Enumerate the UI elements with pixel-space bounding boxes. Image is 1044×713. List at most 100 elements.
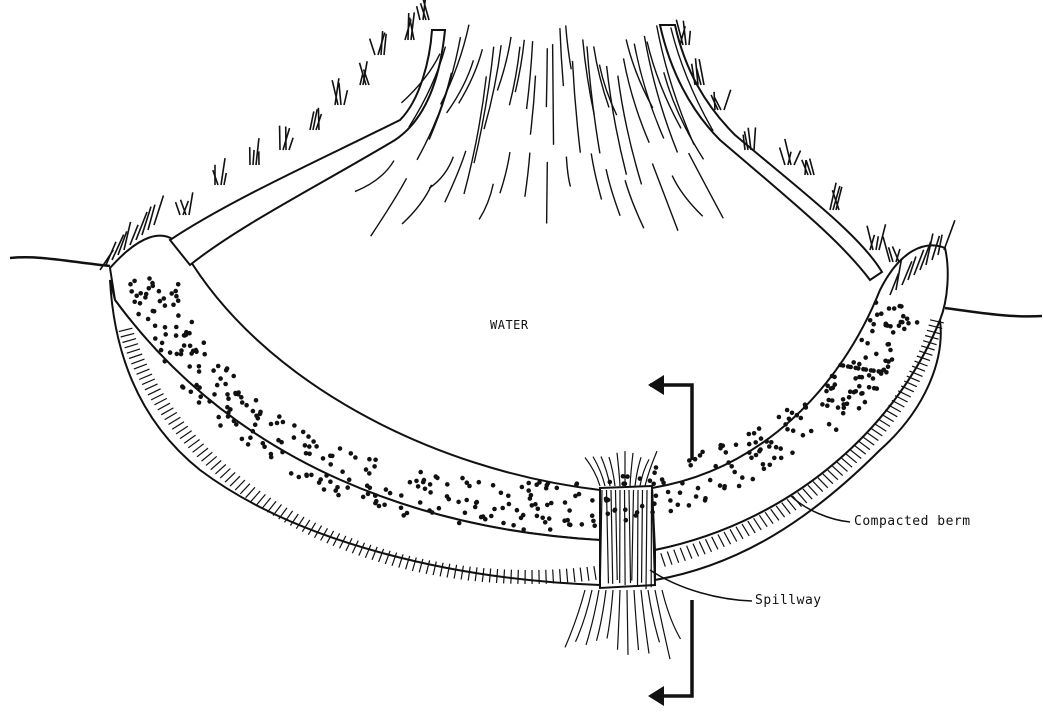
- water-streak: [652, 164, 678, 231]
- berm-dot: [157, 289, 162, 294]
- berm-dot: [635, 510, 640, 515]
- berm-dot: [175, 352, 180, 357]
- berm-dot: [841, 411, 846, 416]
- berm-dot: [228, 407, 233, 412]
- spillway-streak: [618, 590, 621, 650]
- berm-dot: [867, 385, 872, 390]
- berm-dot: [373, 493, 378, 498]
- berm-dot: [163, 325, 168, 330]
- berm-dot: [254, 414, 259, 419]
- berm-dot: [783, 422, 788, 427]
- berm-dot: [779, 456, 784, 461]
- berm-dot: [506, 494, 511, 499]
- water-streak: [572, 61, 580, 153]
- grass-blade: [370, 39, 375, 55]
- berm-dot: [545, 503, 550, 508]
- spillway-streak: [662, 590, 681, 639]
- berm-dot: [536, 507, 541, 512]
- berm-dot: [785, 427, 790, 432]
- berm-dot: [303, 443, 308, 448]
- berm-dot: [128, 282, 133, 287]
- berm-dot: [825, 403, 830, 408]
- berm-dot: [836, 405, 841, 410]
- berm-dot: [648, 478, 653, 483]
- water-streak: [447, 60, 474, 113]
- berm-dot: [724, 450, 729, 455]
- berm-dot: [134, 294, 139, 299]
- berm-dot: [399, 506, 404, 511]
- berm-dot: [592, 523, 597, 528]
- berm-dot: [317, 480, 322, 485]
- grass-blade: [189, 192, 193, 215]
- berm-dot: [240, 400, 245, 405]
- berm-dot: [543, 520, 548, 525]
- berm-dot: [382, 503, 387, 508]
- berm-dot: [606, 512, 611, 517]
- berm-dot: [713, 464, 718, 469]
- berm-dot: [160, 341, 165, 346]
- berm-dot: [623, 507, 628, 512]
- berm-dot: [515, 508, 520, 513]
- berm-dot: [372, 464, 377, 469]
- berm-dot: [534, 482, 539, 487]
- berm-dot: [528, 496, 533, 501]
- berm-dot: [651, 482, 656, 487]
- berm-dot: [774, 445, 779, 450]
- berm-dot: [540, 516, 545, 521]
- grass-blade: [253, 150, 254, 165]
- berm-dot: [248, 435, 253, 440]
- berm-dot: [708, 478, 713, 483]
- grass-blade: [724, 90, 731, 110]
- grass-blade: [794, 150, 801, 165]
- grass-blade: [176, 202, 180, 215]
- grass-blade: [318, 108, 319, 130]
- berm-dot: [902, 327, 907, 332]
- berm-dot: [457, 521, 462, 526]
- berm-dot: [887, 342, 892, 347]
- spillway-streak: [601, 457, 610, 486]
- berm-dot: [899, 304, 904, 309]
- berm-dot: [753, 440, 758, 445]
- berm-dot: [577, 492, 582, 497]
- berm-dot: [162, 296, 167, 301]
- berm-dot: [211, 368, 216, 373]
- water-streak: [497, 37, 511, 91]
- berm-dot: [179, 348, 184, 353]
- berm-dot: [491, 483, 496, 488]
- berm-dot: [367, 457, 372, 462]
- water-streak: [599, 65, 616, 116]
- berm-dot: [652, 470, 657, 475]
- berm-dot: [361, 495, 366, 500]
- water-streak: [459, 49, 483, 103]
- berm-dot: [374, 499, 379, 504]
- bank-left: [170, 30, 445, 265]
- grass-blade: [148, 205, 155, 230]
- water-streak: [689, 153, 724, 218]
- grass-blade: [408, 13, 409, 40]
- spillway-streak: [635, 457, 641, 486]
- berm-dot: [590, 498, 595, 503]
- berm-dot: [422, 478, 427, 483]
- berm-dot: [152, 309, 157, 314]
- berm-dot: [188, 344, 193, 349]
- berm-dot: [831, 386, 836, 391]
- berm-dot: [521, 527, 526, 532]
- water-streak: [672, 176, 703, 217]
- berm-dot: [176, 313, 181, 318]
- berm-dot: [147, 286, 152, 291]
- berm-dot: [307, 452, 312, 457]
- spillway-streak: [565, 590, 585, 647]
- berm-dot: [428, 482, 433, 487]
- berm-dot: [857, 362, 862, 367]
- water-streak: [371, 178, 407, 236]
- spillway-streak: [585, 457, 600, 486]
- water-streak: [479, 184, 493, 220]
- berm-dot: [549, 501, 554, 506]
- berm-dot: [680, 481, 685, 486]
- water-streak: [525, 153, 530, 197]
- spillway-streak: [607, 590, 613, 638]
- berm-dot: [143, 295, 148, 300]
- berm-dot: [526, 481, 531, 486]
- berm-dot: [246, 442, 251, 447]
- berm-dot: [751, 477, 756, 482]
